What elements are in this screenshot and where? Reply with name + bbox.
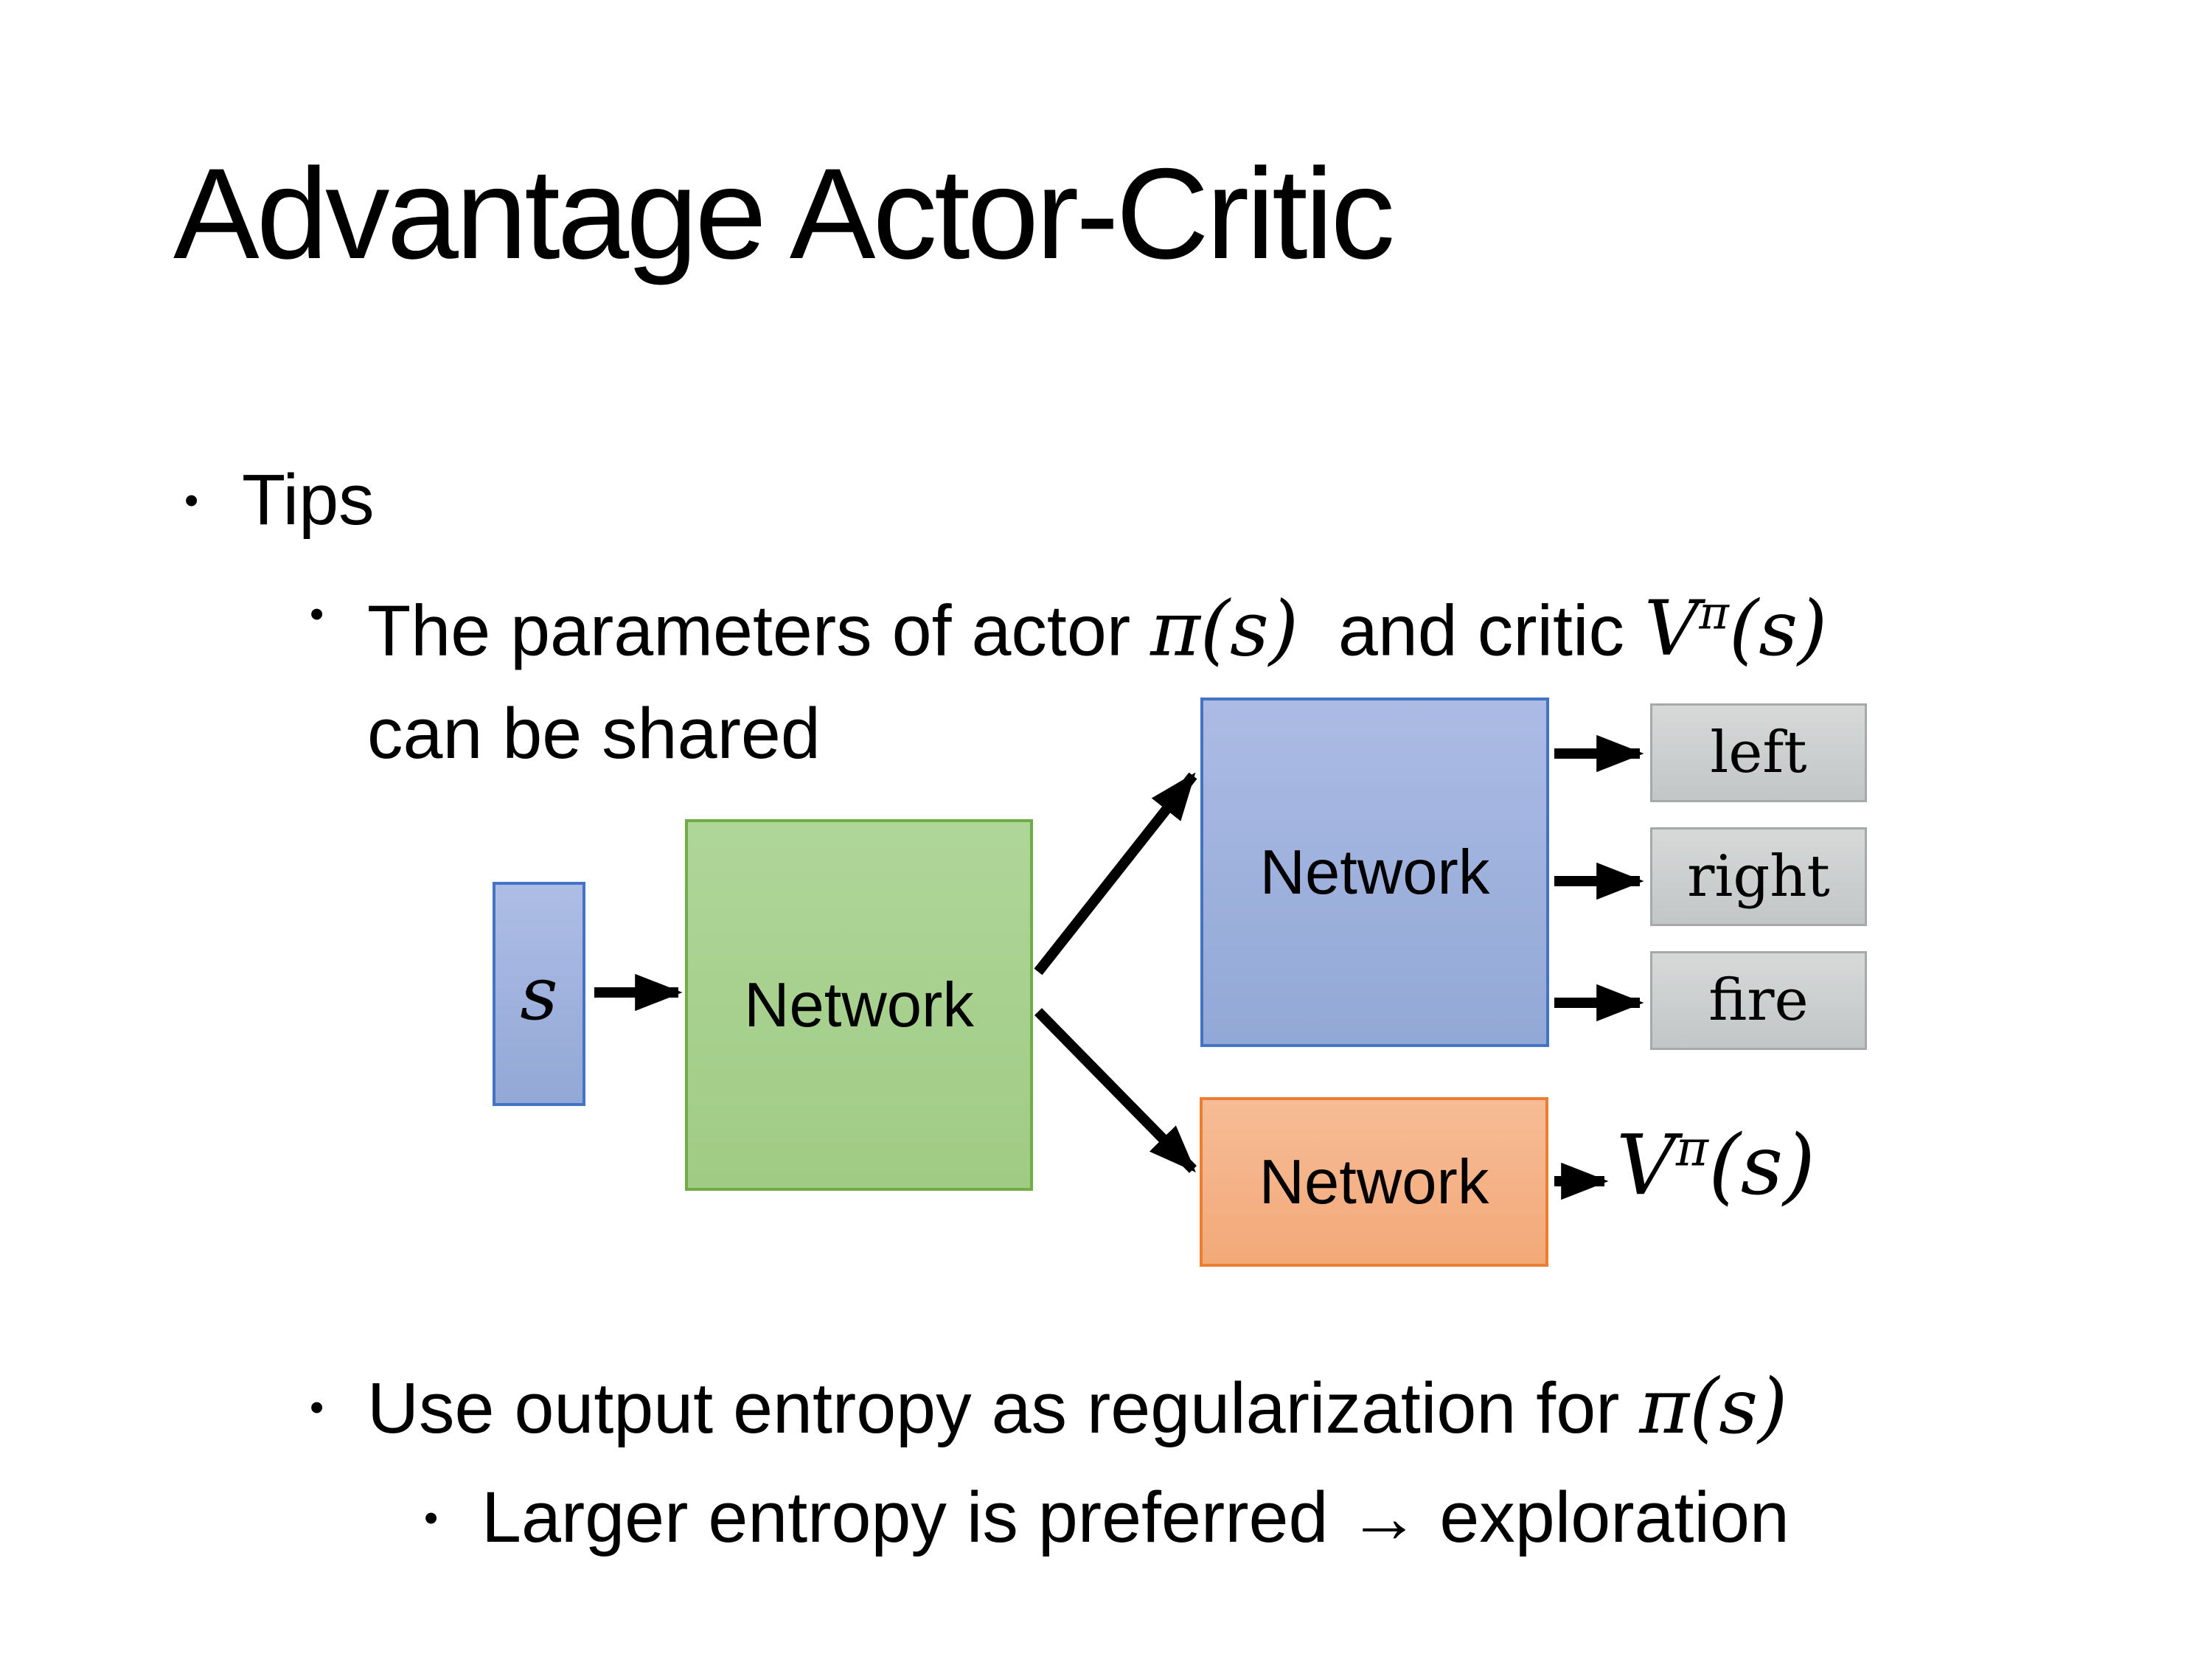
actor-policy-math: π(s) bbox=[1150, 585, 1298, 674]
value-output-sup: π bbox=[1675, 1119, 1709, 1178]
action-label-fire: fire bbox=[1708, 967, 1809, 1034]
shared-network-box: Network bbox=[685, 819, 1033, 1191]
action-box-fire: fire bbox=[1650, 951, 1867, 1050]
bullet-dot: • bbox=[184, 477, 199, 523]
shared-params-line1-pre: The parameters of actor bbox=[367, 590, 1151, 671]
arrow-shared-to-critic bbox=[1034, 1008, 1197, 1173]
critic-network-box: Network bbox=[1200, 1097, 1548, 1267]
critic-value-sup: π bbox=[1699, 587, 1730, 640]
bullet-entropy: • Use output entropy as regularization f… bbox=[310, 1355, 1787, 1460]
slide-title: Advantage Actor-Critic bbox=[173, 142, 1395, 286]
bullet-tips: • Tips bbox=[184, 448, 375, 552]
state-input-box: s bbox=[493, 882, 585, 1106]
action-label-right: right bbox=[1687, 844, 1830, 910]
bullet-dot: • bbox=[310, 1384, 324, 1430]
shared-network-label: Network bbox=[744, 970, 974, 1040]
arrow-shared-to-actor bbox=[1034, 772, 1197, 975]
bullet-exploration: • Larger entropy is preferred → explorat… bbox=[424, 1466, 1790, 1569]
critic-value-math: Vπ(s) bbox=[1644, 585, 1827, 673]
shared-params-line2: can be shared bbox=[367, 693, 821, 774]
bullet-exploration-label: Larger entropy is preferred → exploratio… bbox=[481, 1477, 1790, 1557]
value-output-args: (s) bbox=[1708, 1118, 1815, 1214]
action-box-right: right bbox=[1650, 827, 1867, 926]
bullet-shared-params-text: The parameters of actor π(s) and critic … bbox=[367, 562, 1827, 785]
bullet-shared-params: • The parameters of actor π(s) and criti… bbox=[310, 562, 1827, 785]
entropy-pre: Use output entropy as regularization for bbox=[367, 1368, 1640, 1448]
critic-value-args: (s) bbox=[1729, 585, 1828, 674]
actor-network-box: Network bbox=[1200, 698, 1549, 1047]
critic-network-label: Network bbox=[1259, 1147, 1489, 1217]
shared-params-line1: The parameters of actor π(s) and critic … bbox=[367, 562, 1827, 682]
actor-network-label: Network bbox=[1259, 837, 1490, 908]
state-label: s bbox=[520, 950, 558, 1037]
shared-params-line1-mid: and critic bbox=[1298, 590, 1644, 671]
action-label-left: left bbox=[1710, 720, 1807, 786]
action-box-left: left bbox=[1650, 703, 1867, 802]
bullet-dot: • bbox=[424, 1495, 439, 1540]
policy-math: π(s) bbox=[1639, 1363, 1788, 1451]
bullet-entropy-text: Use output entropy as regularization for… bbox=[367, 1355, 1787, 1460]
bullet-tips-label: Tips bbox=[242, 459, 375, 540]
value-output-label: Vπ(s) bbox=[1616, 1118, 1815, 1214]
value-output-base: V bbox=[1616, 1118, 1676, 1214]
bullet-dot: • bbox=[310, 591, 324, 636]
critic-value-base: V bbox=[1644, 585, 1700, 674]
